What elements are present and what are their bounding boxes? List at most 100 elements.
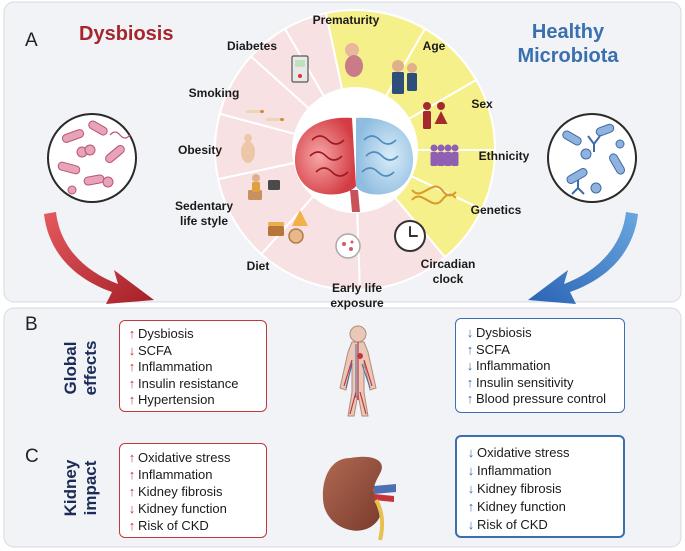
couch-potato-icon [248, 174, 280, 200]
effect-text: Dysbiosis [138, 326, 194, 341]
arrow-down-icon: ↓ [128, 342, 136, 358]
factor-label-obesity: Obesity [178, 143, 222, 157]
effect-item: ↑Insulin sensitivity [464, 375, 616, 392]
pregnant-icon [345, 43, 363, 77]
clock-icon [394, 220, 426, 252]
effect-text: Risk of CKD [477, 517, 548, 532]
factor-label-early-line2: exposure [330, 296, 384, 310]
glucose-meter-icon [291, 55, 309, 83]
arrow-down-icon: ↓ [128, 501, 136, 516]
factor-label-sedentary-line2: life style [180, 214, 228, 228]
global-effects-label: Global effects [61, 341, 100, 396]
factor-label-circadian-line1: Circadian [421, 257, 476, 271]
arrow-down-icon: ↓ [467, 481, 475, 496]
arrow-up-icon: ↑ [466, 341, 474, 357]
effect-text: Kidney function [138, 501, 227, 516]
arrow-up-icon: ↑ [128, 518, 136, 533]
panel-label-a: A [25, 30, 38, 51]
people-group-icon [430, 144, 459, 166]
effect-text: Inflammation [138, 467, 213, 482]
intestine-icon [294, 117, 414, 212]
effect-item: ↑Inflammation [126, 359, 260, 376]
dna-icon [411, 185, 457, 205]
factor-label-genetics: Genetics [471, 203, 522, 217]
healthy-arrow [528, 212, 638, 304]
arrow-up-icon: ↑ [128, 375, 136, 391]
factor-label-sex: Sex [471, 97, 493, 111]
effect-text: Kidney fibrosis [138, 484, 223, 499]
effect-item: ↓Inflammation [465, 462, 615, 480]
elderly-couple-icon [392, 60, 417, 94]
effect-item: ↑Oxidative stress [126, 449, 260, 466]
effect-item: ↑Risk of CKD [126, 517, 260, 534]
effect-item: ↑Kidney function [465, 498, 615, 516]
effect-text: Insulin resistance [138, 375, 239, 391]
petri-dish-icon [335, 233, 361, 259]
effect-item: ↑Inflammation [126, 466, 260, 483]
arrow-up-icon: ↑ [128, 326, 136, 341]
panel-label-c: C [25, 446, 39, 467]
arrow-down-icon: ↓ [467, 517, 475, 532]
global-effects-line2: effects [81, 341, 100, 396]
kidney-impact-dysbiosis-box: ↑Oxidative stress↑Inflammation↑Kidney fi… [119, 443, 267, 538]
kidney-impact-line1: Kidney [61, 459, 80, 516]
arrow-up-icon: ↑ [466, 391, 474, 406]
effect-item: ↑SCFA [464, 342, 616, 359]
effect-item: ↑Blood pressure control [464, 391, 616, 408]
arrow-up-icon: ↑ [128, 359, 136, 374]
effect-item: ↑Insulin resistance [126, 376, 260, 393]
factor-label-diabetes: Diabetes [227, 39, 277, 53]
arrow-down-icon: ↓ [466, 358, 474, 373]
dysbiosis-arrow [44, 212, 154, 304]
effect-item: ↓Oxidative stress [465, 444, 615, 462]
factor-label-circadian-line2: clock [433, 272, 464, 286]
obese-person-icon [241, 134, 255, 163]
good-bacteria-circle-icon [547, 113, 637, 203]
factor-label-smoking: Smoking [189, 86, 240, 100]
effect-item: ↓Kidney fibrosis [465, 480, 615, 498]
arrow-up-icon: ↑ [128, 467, 136, 482]
factor-label-ethnicity: Ethnicity [479, 149, 530, 163]
arrow-down-icon: ↓ [467, 445, 475, 460]
cigarette-icon [246, 110, 284, 121]
human-circulatory-icon [339, 325, 377, 417]
effect-text: Oxidative stress [138, 450, 231, 465]
effect-text: Kidney function [477, 499, 566, 514]
arrow-up-icon: ↑ [467, 499, 475, 514]
effect-text: Inflammation [476, 358, 551, 373]
healthy-title-line2: Microbiota [517, 45, 619, 67]
arrow-down-icon: ↓ [467, 463, 475, 478]
dysbiosis-title: Dysbiosis [79, 23, 173, 45]
effect-item: ↑Dysbiosis [126, 326, 260, 343]
effect-item: ↓Dysbiosis [464, 325, 616, 342]
effect-text: Kidney fibrosis [477, 481, 562, 496]
bad-bacteria-circle-icon [47, 113, 137, 203]
effect-item: ↓Inflammation [464, 358, 616, 375]
kidney-impact-label: Kidney impact [61, 459, 100, 516]
factor-label-diet: Diet [247, 259, 270, 273]
effect-item: ↑Kidney fibrosis [126, 483, 260, 500]
effect-text: Risk of CKD [138, 518, 209, 533]
effect-text: Insulin sensitivity [476, 374, 574, 390]
effect-item: ↑Hypertension [126, 392, 260, 409]
healthy-title-line1: Healthy [532, 21, 605, 43]
fast-food-icon [268, 210, 308, 244]
effect-text: SCFA [138, 342, 172, 358]
global-effects-healthy-box: ↓Dysbiosis↑SCFA↓Inflammation↑Insulin sen… [455, 318, 625, 413]
arrow-down-icon: ↓ [466, 325, 474, 340]
effect-text: Inflammation [138, 359, 213, 374]
arrow-up-icon: ↑ [128, 484, 136, 499]
factor-label-prematurity: Prematurity [313, 13, 380, 27]
arrow-up-icon: ↑ [466, 374, 474, 390]
effect-text: Oxidative stress [477, 445, 570, 460]
effect-item: ↓Kidney function [126, 500, 260, 517]
effect-text: Dysbiosis [476, 325, 532, 340]
effect-item: ↓Risk of CKD [465, 516, 615, 534]
male-female-icon [423, 102, 448, 129]
arrow-up-icon: ↑ [128, 450, 136, 465]
arrow-up-icon: ↑ [128, 392, 136, 407]
effect-text: Blood pressure control [476, 391, 607, 406]
kidney-impact-line2: impact [81, 460, 100, 515]
factor-label-age: Age [423, 39, 446, 53]
